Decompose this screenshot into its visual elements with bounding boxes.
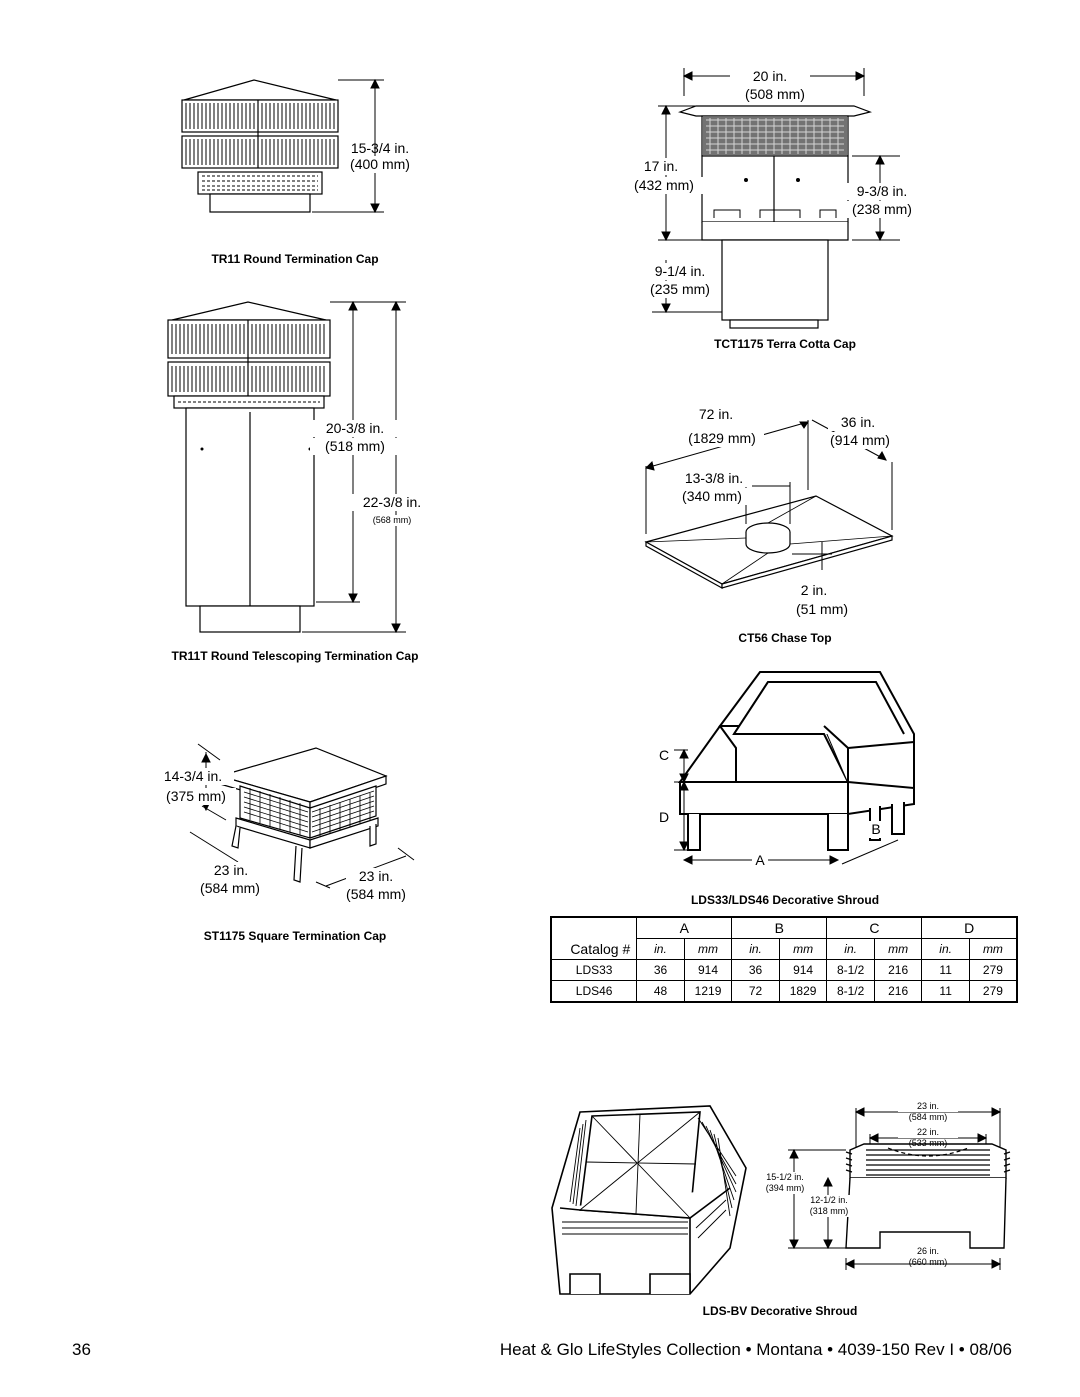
st1175-width-mm: (584 mm): [190, 880, 270, 897]
lds-label-a: A: [752, 852, 768, 869]
ldsbv-inner-in: 22 in.: [898, 1127, 958, 1138]
ct56-lip-in: 2 in.: [792, 582, 836, 599]
lds-label-d: D: [656, 809, 672, 826]
st1175-width-in: 23 in.: [196, 862, 266, 879]
table-group-d: D: [921, 916, 1018, 939]
ct56-caption: CT56 Chase Top: [738, 631, 832, 645]
table-unit-header: in.: [921, 938, 970, 960]
shroud-dimension-table: A B C D Catalog # in. mm in. mm in. mm i…: [550, 916, 1018, 1003]
tct1175-upper-in: 9-3/8 in.: [842, 183, 922, 200]
table-cell: LDS46: [550, 980, 638, 1003]
table-cell: LDS33: [550, 959, 638, 981]
ldsbv-leg-mm: (318 mm): [804, 1206, 854, 1217]
table-unit-header-row: Catalog # in. mm in. mm in. mm in. mm: [550, 938, 1018, 960]
table-unit-header: in.: [636, 938, 685, 960]
page-number: 36: [72, 1340, 91, 1359]
table-corner-cell: [550, 916, 638, 939]
ct56-collar-mm: (340 mm): [672, 488, 752, 505]
table-unit-header: in.: [826, 938, 875, 960]
table-cell: 8-1/2: [826, 959, 875, 981]
table-cell: 216: [873, 959, 923, 981]
tr11t-max-in: 22-3/8 in.: [352, 494, 432, 511]
tr11t-drawing: [167, 300, 406, 634]
tct1175-total-in: 17 in.: [626, 158, 696, 175]
tr11t-min-mm: (518 mm): [310, 438, 400, 455]
ct56-length-mm: (1829 mm): [680, 430, 764, 447]
ldsbv-base-in: 26 in.: [898, 1246, 958, 1257]
table-unit-header: mm: [873, 938, 923, 960]
tr11-drawing: [181, 78, 384, 214]
table-unit-header: mm: [968, 938, 1018, 960]
tct1175-lower-in: 9-1/4 in.: [640, 263, 720, 280]
ldsbv-side-drawing: [788, 1107, 1011, 1270]
tr11-height-mm: (400 mm): [340, 156, 420, 173]
table-group-header-row: A B C D: [550, 916, 1018, 939]
table-cell: 11: [921, 959, 970, 981]
tr11-caption: TR11 Round Termination Cap: [211, 252, 379, 266]
table-group-a: A: [636, 916, 733, 939]
table-row: LDS33 36 914 36 914 8-1/2 216 11 279: [550, 959, 1018, 981]
table-unit-header: mm: [778, 938, 828, 960]
tr11t-caption: TR11T Round Telescoping Termination Cap: [171, 649, 419, 663]
table-cell: 8-1/2: [826, 980, 875, 1003]
tct1175-caption: TCT1175 Terra Cotta Cap: [714, 337, 856, 351]
st1175-height-in: 14-3/4 in.: [152, 768, 234, 785]
ct56-width-in: 36 in.: [828, 414, 888, 431]
tct1175-top-in: 20 in.: [730, 68, 810, 85]
ldsbv-height-in: 15-1/2 in.: [760, 1172, 810, 1183]
st1175-depth-in: 23 in.: [346, 868, 406, 885]
table-unit-header: mm: [683, 938, 733, 960]
table-cell: 279: [968, 959, 1018, 981]
ct56-lip-mm: (51 mm): [790, 601, 854, 618]
tct1175-drawing: [652, 68, 900, 329]
st1175-height-mm: (375 mm): [156, 788, 236, 805]
table-cell: 216: [873, 980, 923, 1003]
footer-text: Heat & Glo LifeStyles Collection • Monta…: [499, 1340, 1012, 1359]
tct1175-lower-mm: (235 mm): [640, 281, 720, 298]
lds-drawing: [674, 671, 915, 865]
st1175-drawing: [189, 743, 415, 889]
tr11-height-in: 15-3/4 in.: [350, 140, 410, 156]
tr11t-max-mm: (568 mm): [356, 515, 428, 526]
tct1175-total-mm: (432 mm): [624, 177, 704, 194]
ct56-length-in: 72 in.: [686, 406, 746, 423]
table-row: LDS46 48 1219 72 1829 8-1/2 216 11 279: [550, 980, 1018, 1003]
tct1175-top-mm: (508 mm): [745, 86, 805, 102]
table-catalog-header: Catalog #: [550, 938, 638, 960]
ldsbv-caption: LDS-BV Decorative Shroud: [702, 1304, 858, 1318]
tct1175-upper-mm: (238 mm): [842, 201, 922, 218]
ldsbv-leg-in: 12-1/2 in.: [804, 1195, 854, 1206]
tr11t-min-in: 20-3/8 in.: [310, 420, 400, 437]
table-cell: 72: [731, 980, 780, 1003]
ct56-collar-in: 13-3/8 in.: [676, 470, 752, 487]
ldsbv-outer-in: 23 in.: [898, 1101, 958, 1112]
ct56-width-mm: (914 mm): [820, 432, 900, 449]
ldsbv-inner-mm: (533 mm): [908, 1138, 948, 1148]
table-cell: 36: [636, 959, 685, 981]
lds-label-b: B: [868, 821, 884, 838]
st1175-depth-mm: (584 mm): [336, 886, 416, 903]
table-cell: 914: [683, 959, 733, 981]
table-unit-header: in.: [731, 938, 780, 960]
lds-label-c: C: [656, 747, 672, 764]
lds-caption: LDS33/LDS46 Decorative Shroud: [690, 893, 880, 907]
ldsbv-outer-mm: (584 mm): [908, 1112, 948, 1122]
table-cell: 914: [778, 959, 828, 981]
ldsbv-height-mm: (394 mm): [760, 1183, 810, 1194]
table-cell: 36: [731, 959, 780, 981]
st1175-caption: ST1175 Square Termination Cap: [203, 929, 387, 943]
table-cell: 48: [636, 980, 685, 1003]
ldsbv-base-mm: (660 mm): [908, 1257, 948, 1267]
ldsbv-drawing: [551, 1105, 747, 1295]
table-group-c: C: [826, 916, 923, 939]
table-cell: 1219: [683, 980, 733, 1003]
ct56-drawing: [644, 419, 894, 590]
table-cell: 279: [968, 980, 1018, 1003]
table-cell: 1829: [778, 980, 828, 1003]
table-cell: 11: [921, 980, 970, 1003]
table-group-b: B: [731, 916, 828, 939]
